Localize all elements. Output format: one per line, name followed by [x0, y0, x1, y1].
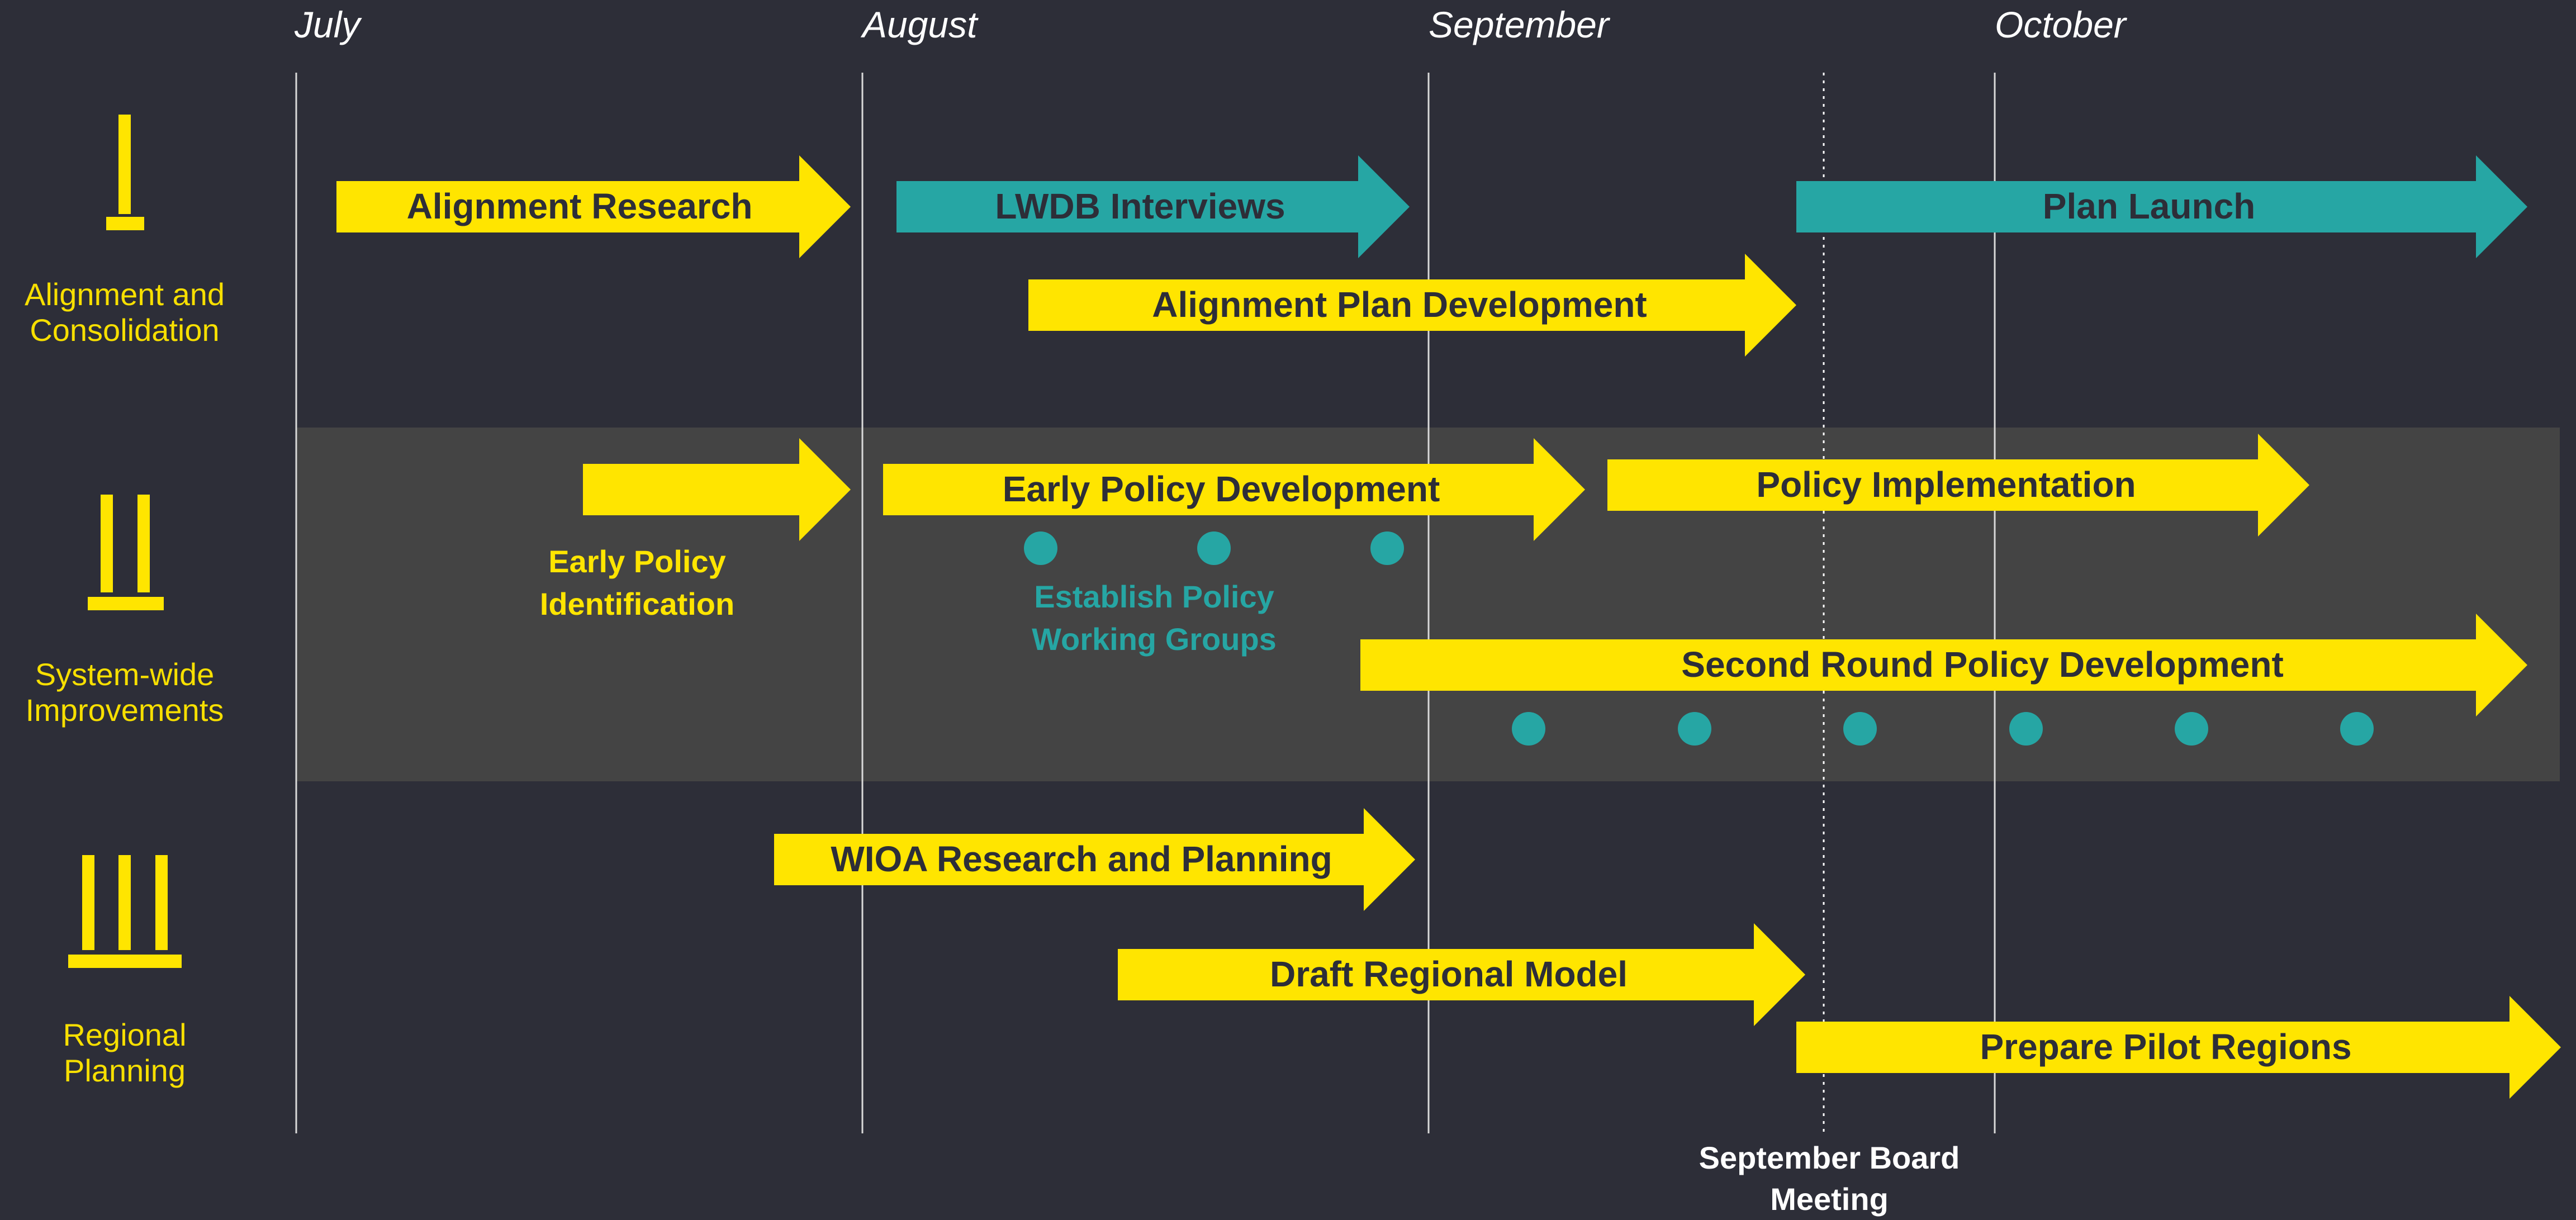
row-label-regional-planning: Regional Planning — [7, 1017, 242, 1089]
establish-policy-working-groups-label: Establish Policy Working Groups — [989, 576, 1319, 661]
label-line: Establish Policy — [1034, 579, 1274, 614]
label-line: Identification — [539, 586, 735, 621]
row-label-line: Consolidation — [30, 312, 220, 348]
month-label-july: July — [295, 4, 360, 45]
milestone-dot — [1512, 712, 1545, 746]
milestone-dot — [2175, 712, 2208, 746]
task-arrow-alignment-research: Alignment Research — [336, 155, 851, 258]
label-line: Early Policy — [548, 544, 726, 579]
row-label-line: System-wide — [35, 657, 215, 692]
task-label-draft-regional-model: Draft Regional Model — [1270, 954, 1628, 994]
september-board-meeting-label: September Board Meeting — [1678, 1137, 1980, 1220]
task-arrow-plan-launch: Plan Launch — [1796, 155, 2527, 258]
label-line: Meeting — [1770, 1181, 1889, 1217]
row-label-line: Regional — [63, 1017, 187, 1052]
task-label-policy-implementation: Policy Implementation — [1756, 464, 2136, 505]
row-label-line: Improvements — [25, 692, 224, 728]
label-line: September Board — [1699, 1140, 1960, 1175]
task-arrow-second-round-policy-development: Second Round Policy Development — [1360, 614, 2527, 716]
task-arrow-draft-regional-model: Draft Regional Model — [1118, 923, 1805, 1026]
pillar-2-icon — [88, 495, 164, 610]
milestone-dot — [1370, 531, 1404, 565]
early-policy-identification-label: Early Policy Identification — [492, 540, 782, 625]
task-label-second-round-policy-development: Second Round Policy Development — [1681, 644, 2284, 685]
milestone-dot — [1843, 712, 1877, 746]
working-group-dots-early — [1024, 531, 1404, 565]
row-label-line: Planning — [64, 1053, 186, 1088]
month-label-october: October — [1995, 4, 2126, 45]
month-label-august: August — [862, 4, 978, 45]
task-arrow-policy-implementation: Policy Implementation — [1607, 434, 2309, 537]
task-label-alignment-plan-development: Alignment Plan Development — [1152, 284, 1647, 325]
row-label-alignment-and-consolidation: Alignment and Consolidation — [7, 277, 242, 348]
task-arrow-prepare-pilot-regions: Prepare Pilot Regions — [1796, 996, 2561, 1099]
month-label-september: September — [1429, 4, 1609, 45]
task-label-alignment-research: Alignment Research — [407, 186, 753, 226]
milestone-dot — [1678, 712, 1711, 746]
task-label-early-policy-development: Early Policy Development — [1003, 469, 1440, 509]
pillar-1-icon — [106, 115, 144, 230]
milestone-dot — [1024, 531, 1057, 565]
task-label-plan-launch: Plan Launch — [2043, 186, 2256, 226]
milestone-dot — [2009, 712, 2043, 746]
working-group-dots-second-round — [1512, 712, 2374, 746]
task-arrow-lwdb-interviews: LWDB Interviews — [896, 155, 1410, 258]
row-label-system-wide-improvements: System-wide Improvements — [7, 657, 242, 728]
task-label-lwdb-interviews: LWDB Interviews — [995, 186, 1285, 226]
task-label-prepare-pilot-regions: Prepare Pilot Regions — [1980, 1027, 2351, 1067]
task-arrow-alignment-plan-development: Alignment Plan Development — [1028, 254, 1796, 357]
task-arrow-wioa-research-and-planning: WIOA Research and Planning — [774, 808, 1415, 911]
pillar-3-icon — [68, 855, 182, 968]
row-label-line: Alignment and — [24, 277, 225, 312]
task-label-wioa-research-and-planning: WIOA Research and Planning — [831, 839, 1332, 879]
task-arrow-early-policy-identification — [583, 438, 851, 541]
milestone-dot — [2340, 712, 2374, 746]
task-arrow-early-policy-development: Early Policy Development — [883, 438, 1585, 541]
label-line: Working Groups — [1032, 621, 1277, 657]
milestone-dot — [1197, 531, 1231, 565]
